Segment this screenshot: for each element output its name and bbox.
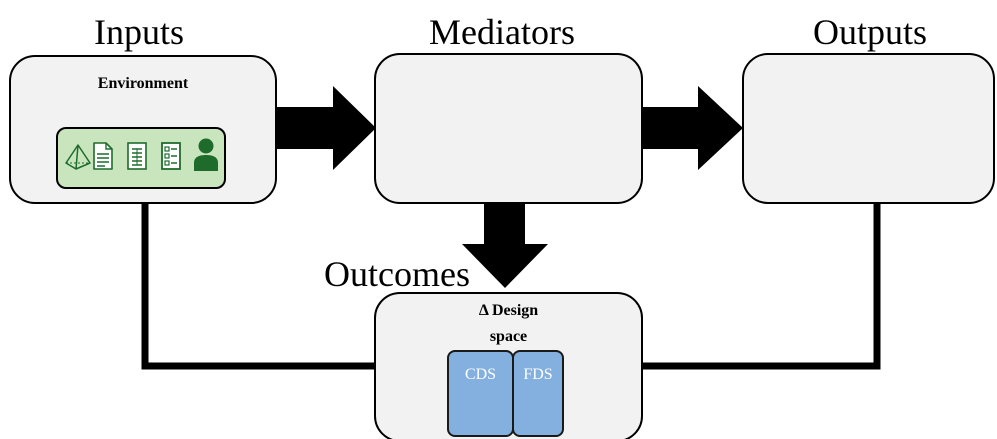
inputs-box: Environment (9, 55, 277, 204)
document-icon (93, 142, 113, 170)
pyramid-icon (65, 144, 91, 170)
inputs-heading: Inputs (94, 12, 184, 52)
outcomes-box: Δ Design space CDS FDS (374, 292, 643, 439)
mediators-box (374, 53, 643, 204)
environment-label: Environment (97, 75, 189, 92)
outputs-box (742, 53, 995, 204)
outputs-to-outcomes-connector (640, 202, 881, 370)
environment-icon-tray (56, 127, 226, 189)
outputs-heading: Outputs (813, 12, 928, 52)
outcomes-heading: Outcomes (324, 254, 470, 294)
inputs-to-mediators-arrow (276, 86, 376, 170)
cds-box: CDS (447, 350, 514, 437)
mediators-to-outcomes-arrow (462, 202, 548, 288)
mediators-to-outputs-arrow (642, 86, 743, 170)
fds-box: FDS (512, 350, 564, 437)
design-space-label-line1: Δ Design (478, 302, 539, 319)
mediators-heading: Mediators (429, 12, 575, 52)
design-space-label-line2: space (489, 328, 528, 345)
inputs-to-outcomes-connector (141, 203, 376, 370)
checklist-icon (161, 142, 181, 170)
list-icon (127, 142, 147, 170)
person-icon (194, 138, 218, 171)
